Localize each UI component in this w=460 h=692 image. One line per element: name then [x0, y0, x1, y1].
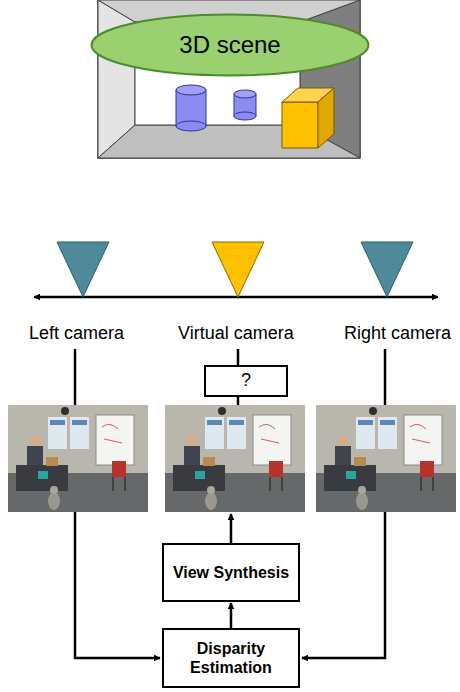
camera-label: Virtual camera — [178, 323, 294, 344]
camera-label: Left camera — [29, 323, 124, 344]
node-text: Disparity Estimation — [172, 639, 290, 677]
process-box: View Synthesis — [162, 543, 300, 602]
unknown-box: ? — [204, 365, 288, 397]
scene-ellipse: 3D scene — [90, 13, 370, 77]
node-text: View Synthesis — [173, 563, 289, 582]
node-text: ? — [241, 370, 251, 392]
node-text: 3D scene — [179, 31, 280, 60]
process-box: Disparity Estimation — [162, 628, 300, 688]
camera-label: Right camera — [344, 323, 451, 344]
flow-arrow — [230, 603, 233, 628]
